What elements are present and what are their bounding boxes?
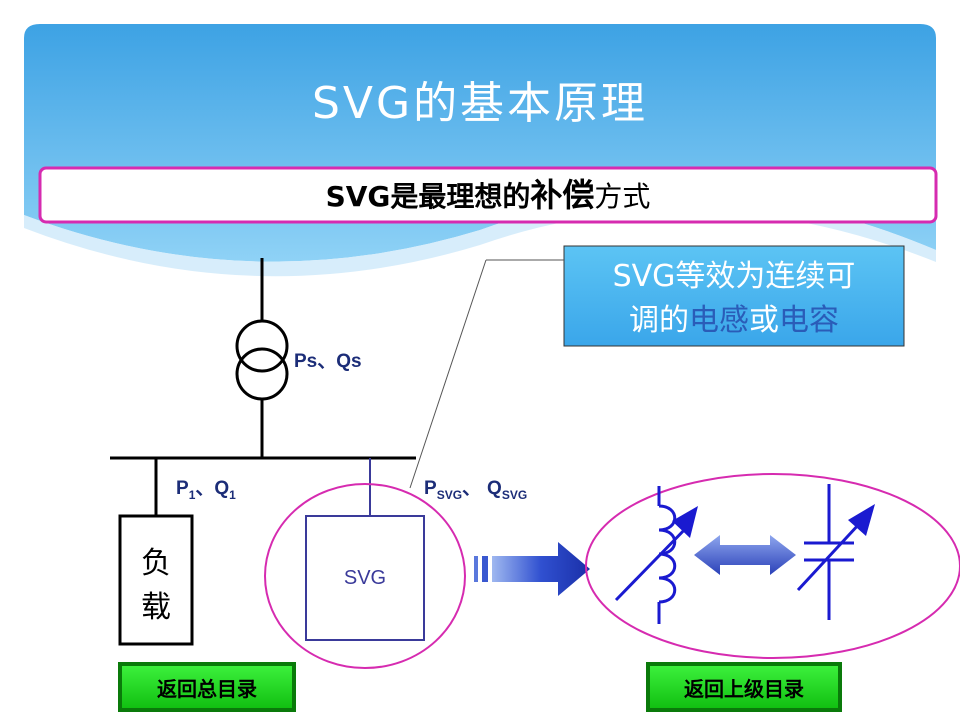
svg-flow-label: PSVG、QSVG [424,478,527,502]
transformer-coil-upper [235,319,289,373]
callout-leader [409,259,487,489]
load-label-2: 载 [141,590,171,625]
callout-line2: 调的电感或电容 [629,303,839,338]
subtitle-post: 方式 [594,180,650,213]
back-parent-button[interactable]: 返回上级目录 [646,662,842,712]
variable-inductor-icon [614,486,698,624]
back-parent-label: 返回上级目录 [684,677,804,701]
svg-box [305,515,425,641]
subtitle-pre: SVG是最理想的 [326,180,531,213]
svg-highlight-circle [264,483,466,669]
double-arrow [694,535,796,575]
transformer-feeder [235,258,289,458]
back-main-button[interactable]: 返回总目录 [118,662,296,712]
page-title: SVG的基本原理 [312,78,648,129]
svg-box-label: SVG [344,567,386,589]
callout: SVG等效为连续可 调的电感或电容 [563,245,905,347]
subtitle-text: SVG是最理想的补偿方式 [326,176,651,214]
equivalent-circuit-circle [585,473,960,659]
load-box [118,514,194,646]
variable-capacitor-icon [796,484,875,620]
header-band [24,24,936,277]
transformer-coil-lower [235,347,289,401]
subtitle-box [38,166,938,224]
equivalence-arrow [474,542,590,596]
source-flow-label: Ps、Qs [294,351,362,372]
back-main-label: 返回总目录 [157,677,257,701]
callout-line1: SVG等效为连续可 [613,259,856,294]
subtitle-bold: 补偿 [530,176,594,214]
load-flow-label: P1、Q1 [176,478,236,502]
load-label-1: 负 [141,546,171,581]
